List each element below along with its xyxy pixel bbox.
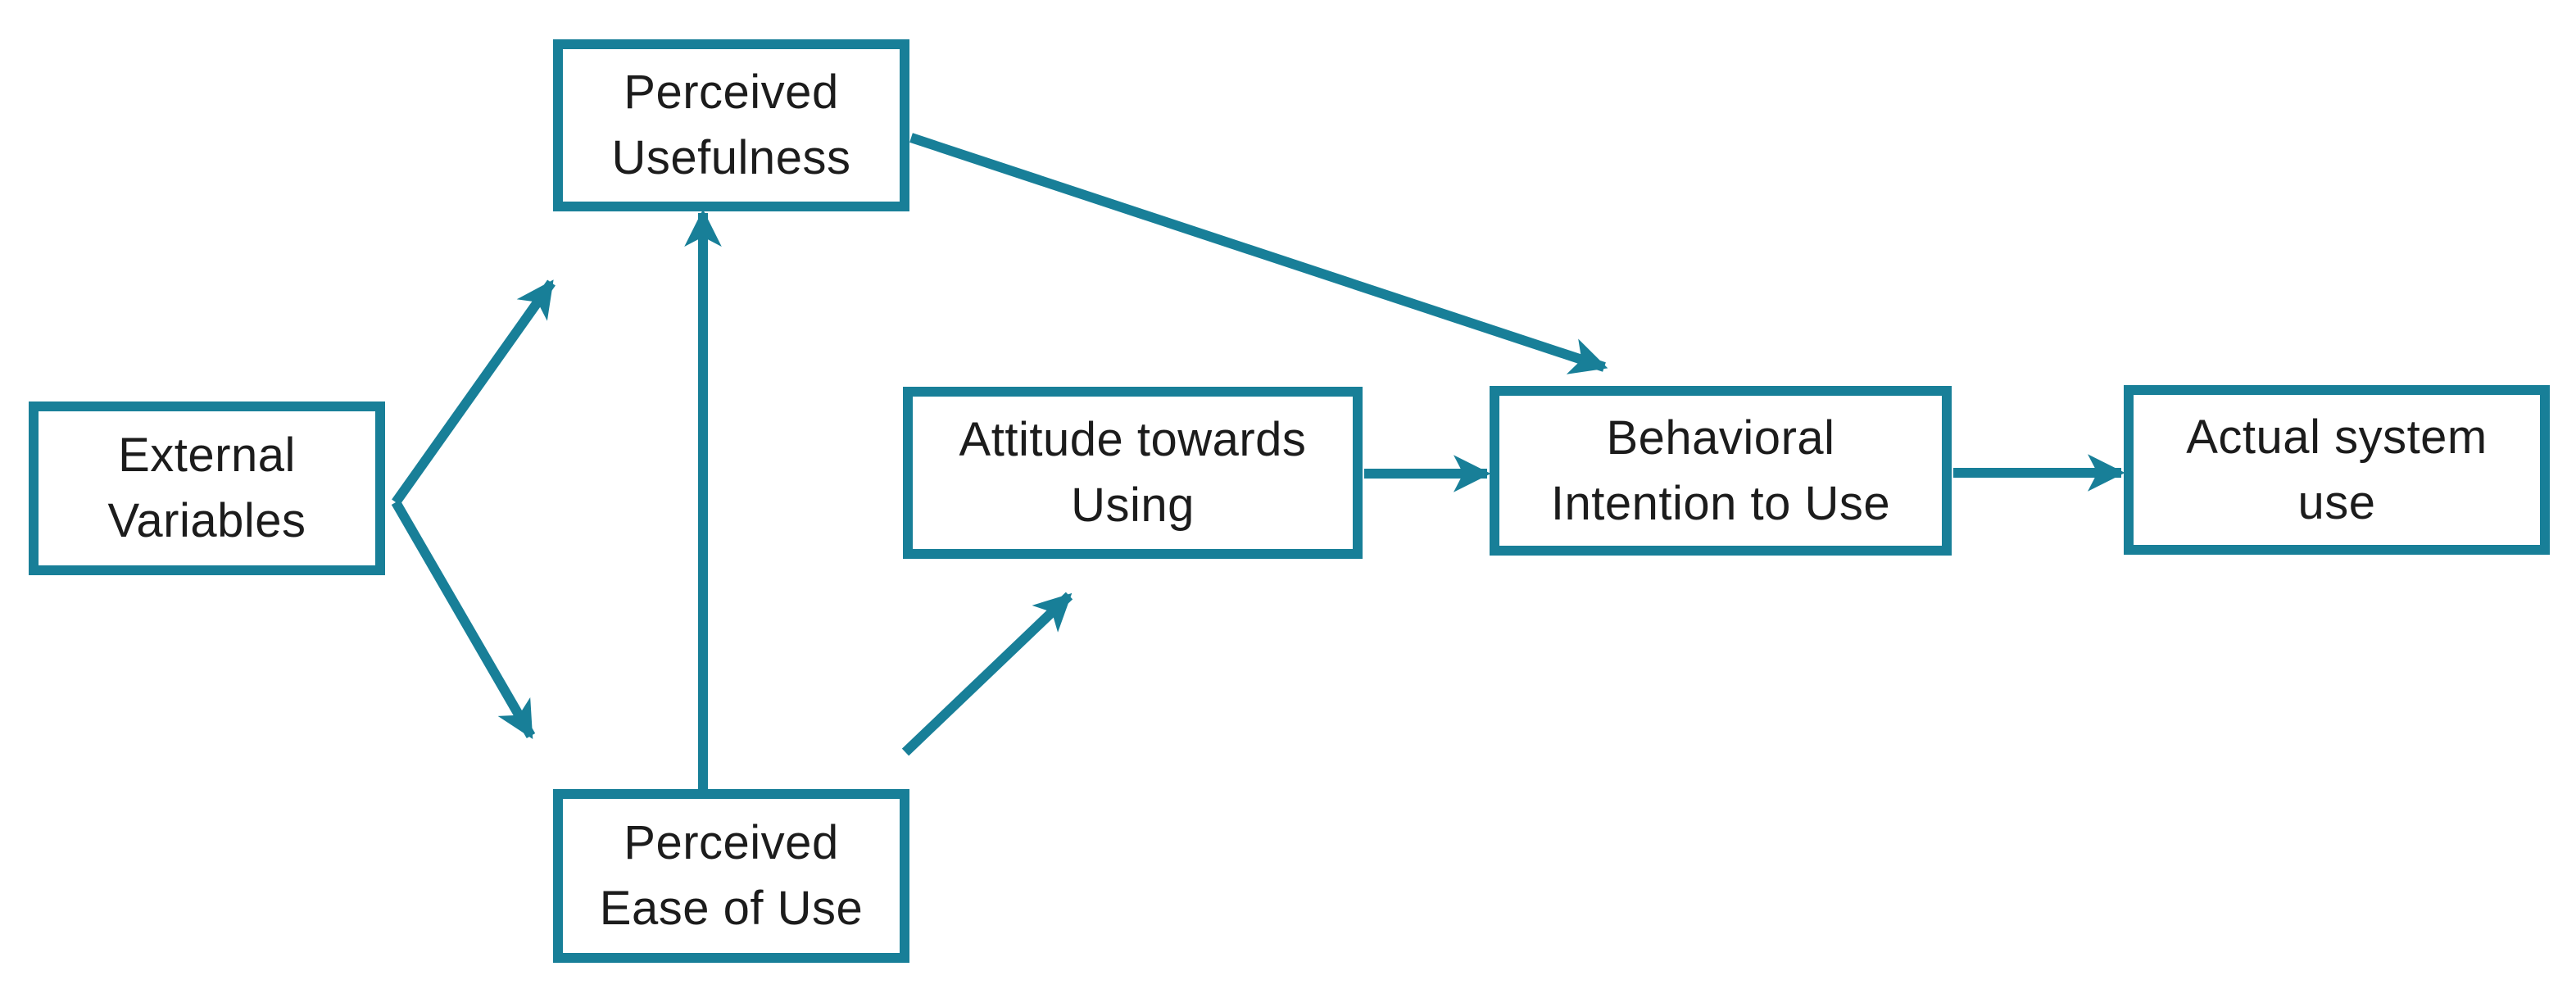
node-label-line: Perceived	[624, 816, 839, 869]
node-label-line: Ease of Use	[599, 882, 864, 935]
node-label-line: use	[2297, 475, 2376, 529]
edge-ease-of-use-to-attitude	[901, 592, 1073, 756]
node-label-line: Actual system	[2186, 410, 2488, 464]
node-label-line: Variables	[107, 494, 306, 547]
edge-external-to-ease-of-use	[391, 499, 536, 739]
node-label-line: Intention to Use	[1550, 476, 1891, 530]
node-label-line: Usefulness	[611, 131, 851, 184]
node-label-line: External	[118, 429, 296, 482]
node-label-line: Perceived	[624, 66, 839, 119]
node-label-line: Using	[1071, 479, 1195, 532]
node-label-line: Behavioral	[1606, 411, 1835, 465]
node-actual-system-use: Actual system use	[2124, 385, 2550, 555]
node-label-line: Attitude towards	[959, 413, 1307, 466]
edge-external-to-usefulness	[392, 279, 556, 506]
edge-usefulness-to-behavioral-intention	[909, 133, 1608, 374]
